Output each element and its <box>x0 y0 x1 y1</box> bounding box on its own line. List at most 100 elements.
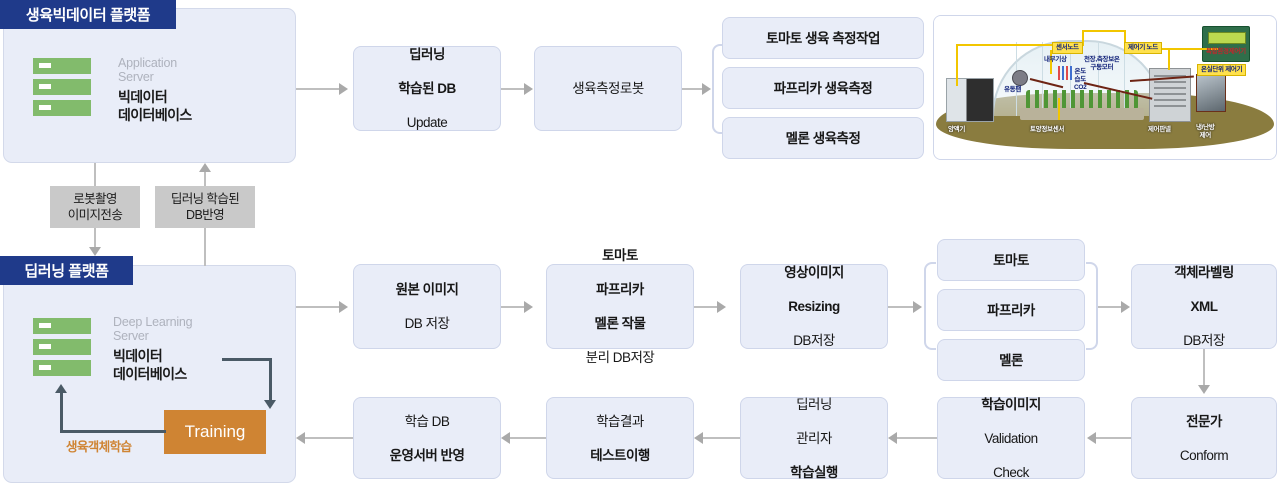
connector-branch-to-xml <box>1098 306 1122 308</box>
greenhouse-label-temp-humidity-co2: 온도 습도 CO2 <box>1074 68 1087 91</box>
process-box-training-image-validation[interactable]: 학습이미지 Validation Check <box>937 396 1085 480</box>
arrow-top2-to-branch <box>702 83 711 95</box>
circulation-fan-icon <box>1012 70 1028 86</box>
arrow-platform1-down <box>89 247 101 256</box>
process-box-original-image-db[interactable]: 원본 이미지 DB 저장 <box>353 264 501 349</box>
process-box-branch-paprika[interactable]: 파프리카 <box>937 289 1085 331</box>
arrow-expert-to-validation <box>1087 432 1096 444</box>
box-line: 파프리카 생육측정 <box>773 80 873 96</box>
box-line: 학습결과 <box>596 413 644 429</box>
box-line: Update <box>406 115 448 130</box>
process-box-tomato-measure-work[interactable]: 토마토 생육 측정작업 <box>722 17 924 59</box>
process-box-dl-db-update[interactable]: 딥러닝 학습된 DB Update <box>353 46 501 131</box>
server-icon-application <box>33 58 91 116</box>
box-line: 학습 DB <box>404 413 450 429</box>
box-line: 멜론 생육측정 <box>785 130 861 146</box>
mid-branch-bracket-right <box>1086 262 1098 350</box>
process-box-training-db-opserver[interactable]: 학습 DB 운영서버 반영 <box>353 397 501 479</box>
box-line: XML <box>1190 299 1218 314</box>
arrow-platform2-up <box>199 163 211 172</box>
box-line: Conform <box>1179 447 1229 463</box>
greenhouse-label-soil-sensor: 토양정보센서 <box>1030 126 1065 133</box>
box-line: 토마토 <box>602 248 638 263</box>
connector-training-to-db-h <box>60 430 166 433</box>
link-label-db-reflect: 딥러닝 학습된 DB반영 <box>155 186 255 228</box>
box-line: 멜론 작물 <box>594 316 646 331</box>
server-subtitle-deeplearning: Deep Learning Server <box>113 315 193 343</box>
greenhouse-label-nutrient: 양액기 <box>948 126 966 133</box>
greenhouse-bed <box>1020 108 1144 120</box>
arrow-opserver-to-panel2 <box>296 432 305 444</box>
mid-branch-bracket-left <box>924 262 936 350</box>
greenhouse-plants <box>1026 90 1138 110</box>
greenhouse-label-hvac: 냉/난방 제어 <box>1196 124 1215 139</box>
box-line: DB저장 <box>793 333 835 348</box>
connector-top2-to-branch <box>682 88 704 90</box>
branch-bracket-top <box>712 44 724 134</box>
box-line: 운영서버 반영 <box>389 447 465 463</box>
process-box-expert-conform[interactable]: 전문가 Conform <box>1131 397 1277 479</box>
arrow-mid3-to-branch <box>913 301 922 313</box>
box-line: 영상이미지 <box>784 265 844 280</box>
process-box-branch-melon[interactable]: 멜론 <box>937 339 1085 381</box>
link-label-robot-image-transfer: 로봇촬영 이미지전송 <box>50 186 140 228</box>
connector-testresult-to-opserver <box>510 437 546 439</box>
greenhouse-label-control-panel: 제어판넬 <box>1148 126 1171 133</box>
process-box-object-labeling-xml[interactable]: 객체라벨링 XML DB저장 <box>1131 264 1277 349</box>
box-line: 테스트이행 <box>590 447 650 463</box>
process-box-training-result-test[interactable]: 학습결과 테스트이행 <box>546 397 694 479</box>
box-line: 학습이미지 <box>981 396 1041 412</box>
greenhouse-label-internal-weather: 내부기상 <box>1044 56 1067 63</box>
platform-title-deeplearning: 딥러닝 플랫폼 <box>0 256 133 285</box>
box-line: 멜론 <box>999 352 1023 368</box>
process-box-dl-manager-training[interactable]: 딥러닝 관리자 학습실행 <box>740 396 888 480</box>
server-title-bigdata-db: 빅데이터 데이터베이스 <box>118 89 192 123</box>
arrow-mid1-to-mid2 <box>524 301 533 313</box>
box-line: 원본 이미지 <box>395 282 459 297</box>
box-line: DB 저장 <box>404 316 450 331</box>
connector-panel1-to-top1 <box>296 88 340 90</box>
arrow-db-to-training <box>264 400 276 409</box>
process-box-paprika-measure[interactable]: 파프리카 생육측정 <box>722 67 924 109</box>
box-line: 딥러닝 <box>796 396 832 412</box>
process-box-crop-separation-db[interactable]: 토마토 파프리카 멜론 작물 분리 DB저장 <box>546 248 694 365</box>
connector-opserver-to-panel2 <box>305 437 353 439</box>
connector-top1-to-top2 <box>501 88 525 90</box>
arrow-top1-to-top2 <box>524 83 533 95</box>
box-line: 딥러닝 <box>409 47 445 62</box>
box-line: 전문가 <box>1186 413 1222 429</box>
process-box-image-resizing-db[interactable]: 영상이미지 Resizing DB저장 <box>740 264 888 349</box>
greenhouse-figure: 센서노드 제어기 노드 온실단위 제어기 복합환경제어기 내부기상 천장,측장보… <box>933 15 1277 160</box>
box-line: Resizing <box>788 299 840 314</box>
connector-validation-to-manager <box>897 437 937 439</box>
box-line: 파프리카 <box>987 302 1035 318</box>
connector-mid2-to-mid3 <box>694 306 718 308</box>
arrow-panel2-to-mid1 <box>339 301 348 313</box>
connector-db-to-training-h <box>222 358 272 361</box>
box-line: 분리 DB저장 <box>585 350 655 365</box>
box-line: Check <box>993 464 1029 480</box>
arrow-xml-to-expert <box>1198 385 1210 394</box>
server-icon-deeplearning <box>33 318 91 376</box>
process-box-branch-tomato[interactable]: 토마토 <box>937 239 1085 281</box>
connector-manager-to-testresult <box>703 437 740 439</box>
box-line: Validation <box>984 430 1038 446</box>
connector-db-to-training-v <box>269 358 272 402</box>
connector-expert-to-validation <box>1096 437 1131 439</box>
connector-mid1-to-mid2 <box>501 306 525 308</box>
connector-panel2-to-mid1 <box>296 306 340 308</box>
training-block[interactable]: Training <box>164 410 266 454</box>
process-box-growth-measure-robot[interactable]: 생육측정로봇 <box>534 46 682 131</box>
arrow-training-to-db <box>55 384 67 393</box>
box-line: 파프리카 <box>596 282 644 297</box>
server-subtitle-application: Application Server <box>118 56 177 84</box>
connector-xml-to-expert <box>1203 349 1205 387</box>
greenhouse-tag-controller-node: 제어기 노드 <box>1124 42 1162 54</box>
greenhouse-label-motor: 천장,측장보온 구동모터 <box>1084 56 1120 71</box>
arrow-mid2-to-mid3 <box>717 301 726 313</box>
box-line: 학습된 DB <box>398 81 456 96</box>
process-box-melon-measure[interactable]: 멜론 생육측정 <box>722 117 924 159</box>
connector-training-to-db-v <box>60 392 63 432</box>
platform-title-bigdata: 생육빅데이터 플랫폼 <box>0 0 176 29</box>
box-line: 관리자 <box>796 430 832 446</box>
